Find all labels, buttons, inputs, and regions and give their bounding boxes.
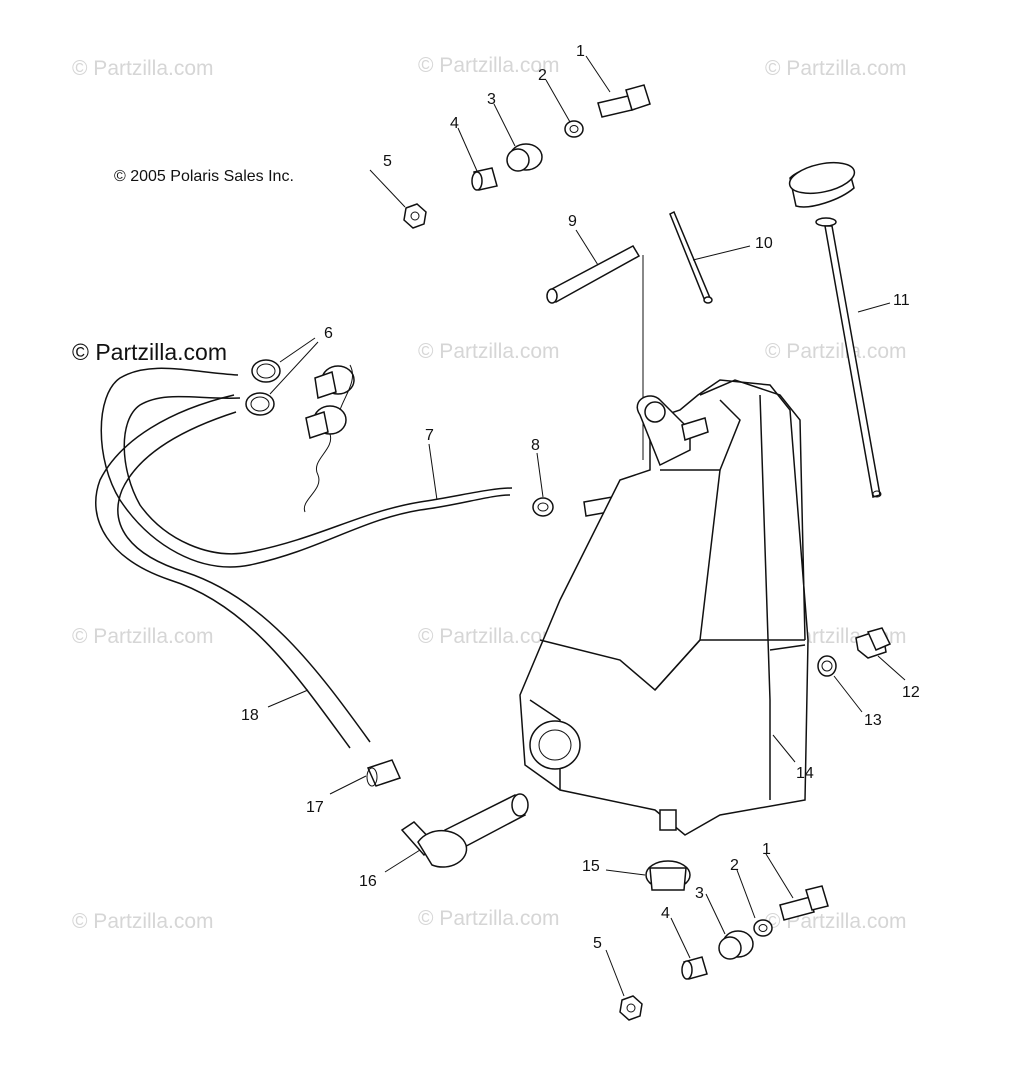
leader-lines [267,55,906,997]
callout-label: 5 [593,935,602,952]
fitting-17 [366,759,402,787]
upper-bushing [506,143,543,172]
callout-label: 4 [450,115,459,132]
callout-label: 4 [661,905,670,922]
watermark: © Partzilla.com [418,54,560,77]
upper-spacer [471,167,498,191]
rod-10 [669,210,713,304]
tether-line [303,433,332,513]
tether-line [339,364,354,411]
fitting-upper [314,365,355,399]
lower-bolt [779,885,829,921]
callout-label: 14 [796,765,814,782]
clamp-6b [245,392,275,416]
watermark: © Partzilla.com [418,907,560,930]
callout-label: 2 [730,857,739,874]
washer-13 [817,655,837,677]
elbow-16 [400,793,529,868]
lower-washer [753,919,773,937]
cap-15 [645,860,691,891]
callout-label: 15 [582,858,600,875]
callout-layer: 1 2 3 4 5 6 7 8 9 10 11 12 13 14 15 16 1… [241,43,920,952]
lower-bushing [718,930,754,960]
clamp-8 [532,497,554,517]
upper-bolt [597,84,651,118]
callout-label: 8 [531,437,540,454]
callout-label: 2 [538,67,547,84]
watermark: © Partzilla.com [418,340,560,363]
callout-label: 18 [241,707,259,724]
upper-nut [403,203,427,229]
sensor-12 [855,627,892,659]
watermark: © Partzilla.com [72,57,214,80]
callout-label: 13 [864,712,882,729]
callout-label: 3 [695,885,704,902]
callout-label: 3 [487,91,496,108]
callout-label: 9 [568,213,577,230]
watermark: © Partzilla.com [418,625,560,648]
callout-label: 7 [425,427,434,444]
lower-nut [619,995,643,1021]
watermark: © Partzilla.com [72,910,214,933]
callout-label: 6 [324,325,333,342]
callout-label: 1 [576,43,585,60]
watermark: © Partzilla.com [765,57,907,80]
fitting-lower [305,405,347,439]
upper-washer [564,120,584,138]
copyright-text: © 2005 Polaris Sales Inc. [114,168,294,185]
watermark-primary: © Partzilla.com [72,339,227,365]
hose-7 [100,367,513,568]
clamp-6a [251,359,281,383]
callout-label: 17 [306,799,324,816]
rod-9 [546,245,644,460]
callout-label: 1 [762,841,771,858]
callout-label: 5 [383,153,392,170]
callout-label: 11 [893,292,910,309]
callout-label: 10 [755,235,773,252]
lower-spacer [681,956,708,980]
callout-label: 12 [902,684,920,701]
hose-18 [95,394,371,749]
watermark: © Partzilla.com [72,625,214,648]
callout-label: 16 [359,873,377,890]
watermark: © Partzilla.com [765,340,907,363]
oil-tank-14 [519,379,809,836]
dipstick-cap-11 [788,161,882,498]
